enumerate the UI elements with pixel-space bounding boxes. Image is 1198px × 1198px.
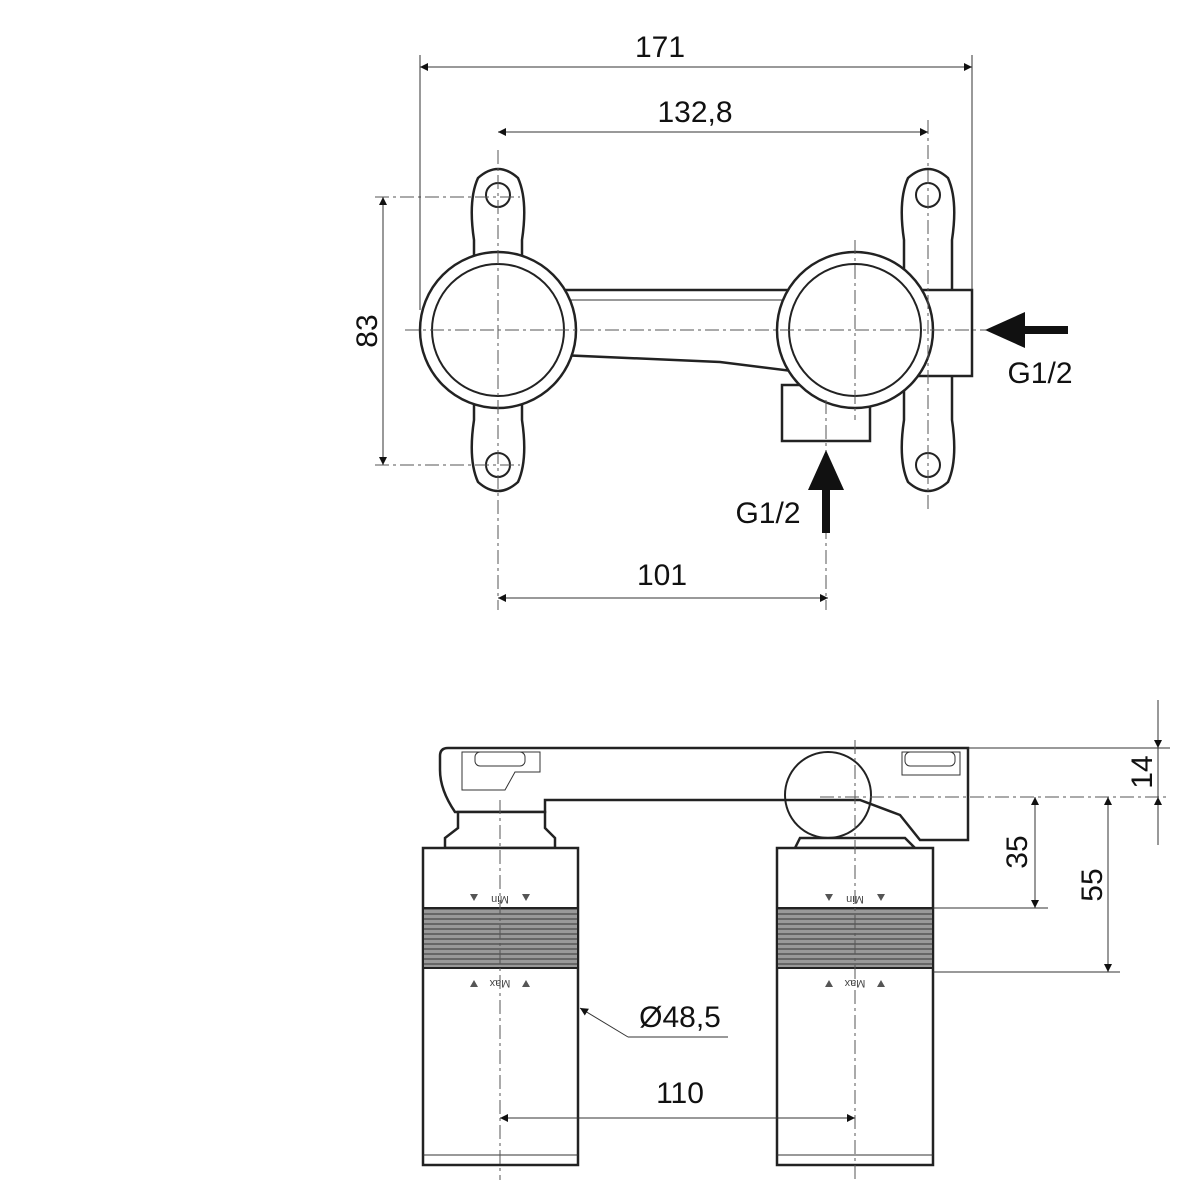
side-view: Min Max Min Max 14 35 55 Ø48,5 110 [421,700,1170,1180]
bottom-inlet-label: G1/2 [735,497,800,530]
connecting-pipe [558,288,802,374]
dim-overall-width: 171 [635,31,685,64]
dim-body-height: 14 [1126,755,1159,788]
dim-outlet-offset: 101 [637,559,687,592]
dim-min-depth: 35 [1001,835,1034,868]
dim-center-spacing: 110 [656,1077,704,1110]
dim-diameter: Ø48,5 [639,1001,721,1034]
arrow-head-icon [985,312,1025,348]
dim-max-depth: 55 [1076,868,1109,901]
top-body [438,746,970,842]
top-view: 171 132,8 83 101 G1/2 G1/2 [351,31,1073,610]
side-inlet-label: G1/2 [1007,357,1072,390]
dim-hole-spacing: 132,8 [657,96,732,129]
dim-height: 83 [351,314,384,347]
min-mark: Min [491,893,509,905]
arrow-head-icon [808,450,844,490]
